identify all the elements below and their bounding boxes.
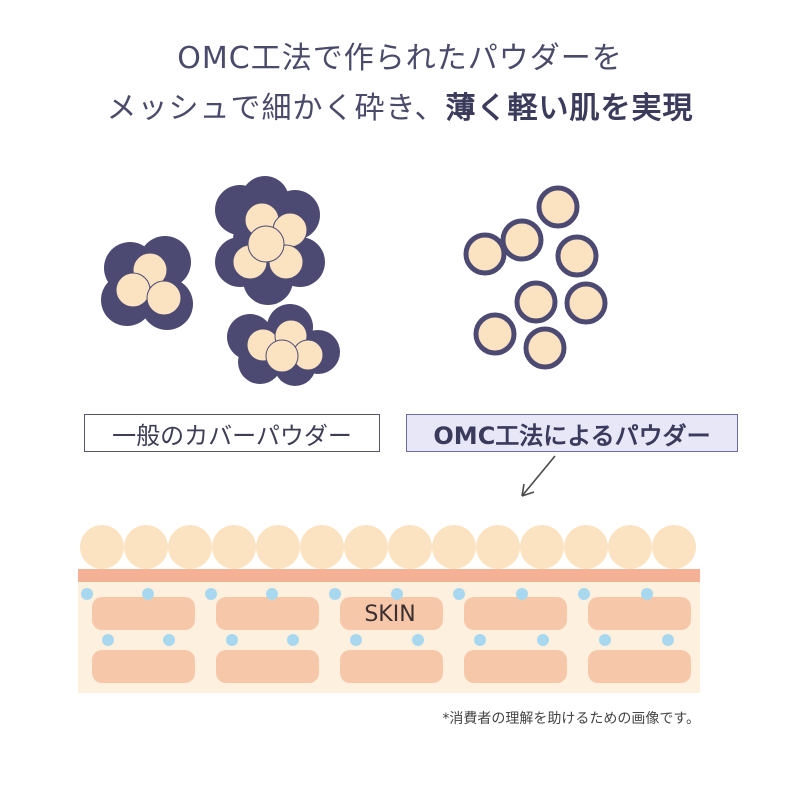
moisture-dots [81, 588, 674, 646]
headline-line-2: メッシュで細かく砕き、薄く軽い肌を実現 [0, 94, 800, 124]
headline-line-2-normal: メッシュで細かく砕き、 [106, 91, 446, 126]
headline-line-1-text: OMC工法で作られたパウダーを [177, 41, 623, 76]
clumped-powder-cluster-bottom [227, 304, 340, 386]
headline-line-1: OMC工法で作られたパウダーを [0, 44, 800, 74]
clumped-powder-cluster-top [215, 176, 325, 305]
powder-layer-on-skin [80, 525, 696, 569]
general-powder-label: 一般のカバーパウダー [84, 414, 380, 452]
pointer-arrow [521, 455, 556, 497]
omc-powder-label: OMC工法によるパウダー [406, 414, 738, 452]
skin-label: SKIN [364, 602, 415, 627]
omc-powder-particles [463, 185, 608, 370]
general-powder-label-text: 一般のカバーパウダー [112, 421, 352, 450]
skin-cross-section: SKIN [78, 569, 700, 693]
clumped-powder-cluster-left [101, 236, 193, 330]
footnote: *消費者の理解を助けるための画像です。 [442, 711, 700, 727]
headline-line-2-bold: 薄く軽い肌を実現 [445, 91, 694, 126]
omc-powder-label-text: OMC工法によるパウダー [433, 421, 711, 450]
